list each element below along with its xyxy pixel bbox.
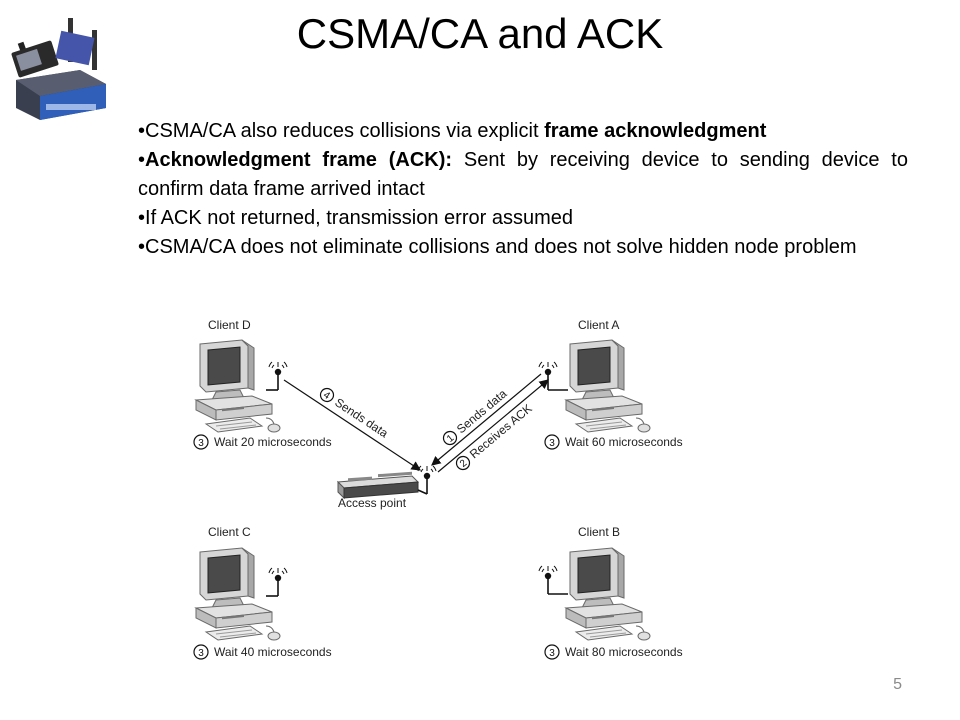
page-number: 5: [893, 676, 902, 693]
client-b-antenna-icon: [538, 565, 568, 595]
bullet-marker: •: [138, 149, 146, 171]
client-c-antenna-icon: [266, 567, 288, 597]
access-point-antenna-icon: [417, 465, 437, 495]
client-c: Client C 3 Wait 40 microseconds: [193, 525, 332, 660]
client-d-label: Client D: [208, 318, 251, 332]
client-c-computer-icon: [195, 547, 281, 641]
client-d-antenna-icon: [266, 361, 288, 391]
client-d: Client D 3 Wait 20 microseconds: [193, 318, 332, 450]
bullet-item: •CSMA/CA does not eliminate collisions a…: [138, 233, 908, 262]
client-b-step-number: 3: [549, 648, 555, 659]
arrow-ack-step-number: 2: [458, 457, 470, 469]
client-b-wait-label: 3 Wait 80 microseconds: [544, 644, 683, 660]
bullet-marker: •: [138, 207, 146, 229]
bullet-text: Sent by receiving device to sending devi…: [138, 149, 908, 200]
bullet-bold-text: Acknowledgment frame (ACK):: [145, 149, 453, 171]
client-d-step-number: 3: [198, 438, 204, 449]
bullet-bold-text: frame acknowledgment: [544, 120, 767, 142]
csma-ca-diagram: Client D 3 Wait 20 microseconds Client A: [193, 318, 683, 660]
client-c-wait-label: 3 Wait 40 microseconds: [193, 644, 332, 660]
bullet-item: •CSMA/CA also reduces collisions via exp…: [138, 117, 908, 146]
client-a-computer-icon: [565, 339, 651, 433]
client-a-step-number: 3: [549, 438, 555, 449]
client-b-label: Client B: [578, 525, 620, 539]
client-a-wait-label: 3 Wait 60 microseconds: [544, 434, 683, 450]
wireless-router-logo: [11, 18, 106, 120]
client-a-antenna-icon: [538, 361, 568, 391]
client-c-step-number: 3: [198, 648, 204, 659]
bullet-list: •CSMA/CA also reduces collisions via exp…: [138, 117, 908, 262]
arrow-d-step-number: 4: [321, 390, 332, 402]
bullet-marker: •: [138, 120, 146, 142]
client-b-computer-icon: [565, 547, 651, 641]
access-point-label: Access point: [338, 496, 407, 510]
client-a: Client A 3 Wait 60 microseconds: [538, 318, 683, 450]
arrow-a-step-number: 1: [445, 432, 457, 444]
access-point: Access point: [336, 465, 437, 510]
client-d-wait-label: 3 Wait 20 microseconds: [193, 434, 332, 450]
arrow-d-sends-data: 4 Sends data: [283, 379, 422, 471]
client-c-label: Client C: [208, 525, 251, 539]
client-d-computer-icon: [195, 339, 281, 433]
client-b-wait-text: Wait 80 microseconds: [565, 645, 683, 659]
bullet-item: •If ACK not returned, transmission error…: [138, 204, 908, 233]
bullet-marker: •: [138, 236, 146, 258]
access-point-icon: [336, 471, 420, 500]
client-a-label: Client A: [578, 318, 619, 332]
bullet-text: CSMA/CA does not eliminate collisions an…: [145, 236, 857, 258]
client-b: Client B 3 Wait 80 microseconds: [538, 525, 683, 660]
client-a-wait-text: Wait 60 microseconds: [565, 435, 683, 449]
client-d-wait-text: Wait 20 microseconds: [214, 435, 332, 449]
bullet-item: •Acknowledgment frame (ACK): Sent by rec…: [138, 146, 908, 204]
bullet-text: If ACK not returned, transmission error …: [145, 207, 573, 229]
bullet-text: CSMA/CA also reduces collisions via expl…: [145, 120, 545, 142]
slide-title: CSMA/CA and ACK: [296, 10, 664, 57]
client-c-wait-text: Wait 40 microseconds: [214, 645, 332, 659]
